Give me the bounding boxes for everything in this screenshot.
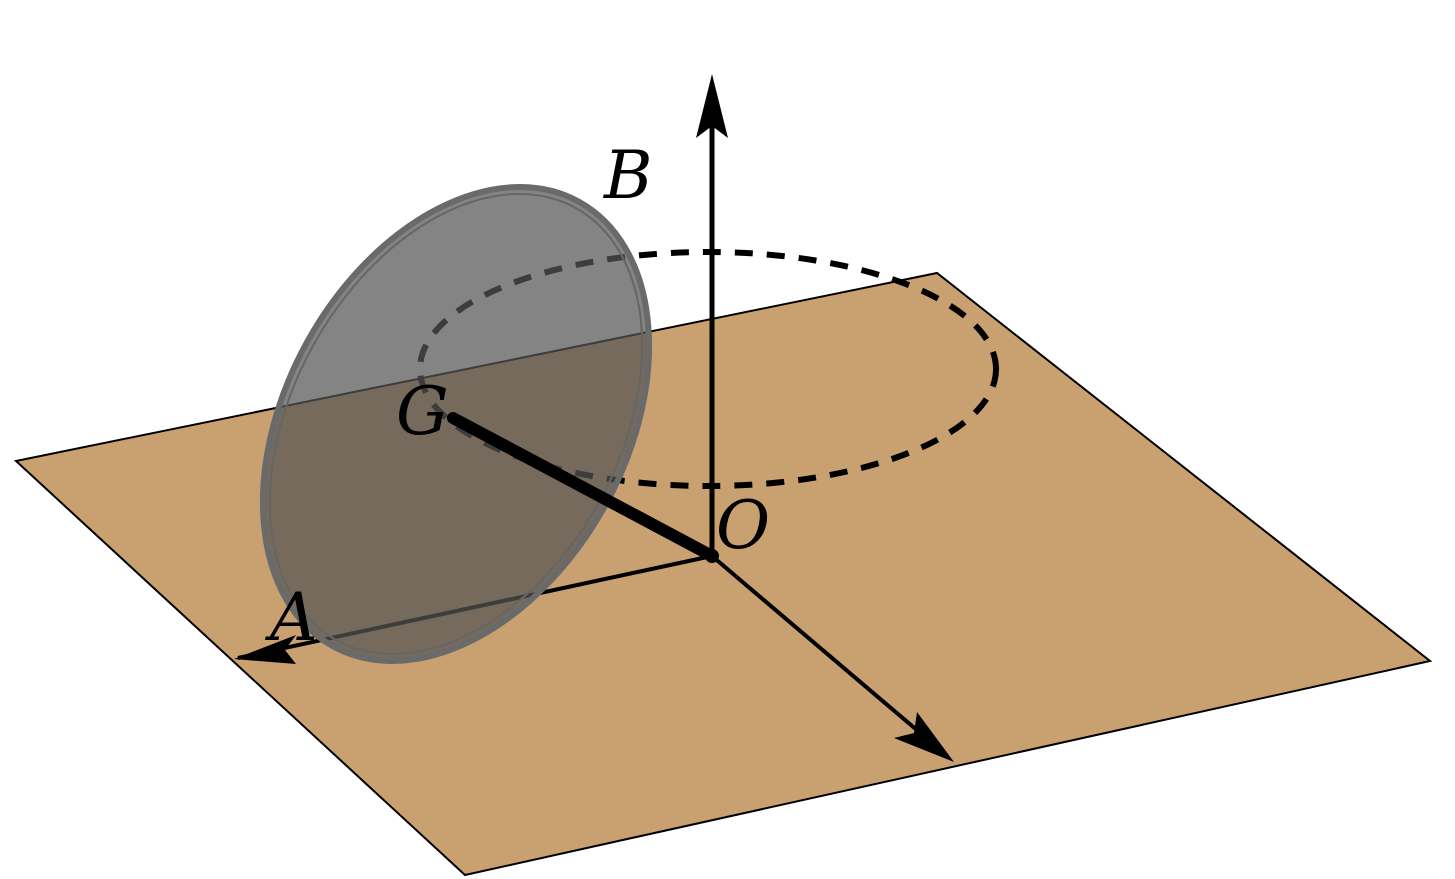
front-right-arrowhead <box>894 712 954 762</box>
label-g: G <box>396 373 449 450</box>
rolling-disk-rim <box>268 192 644 656</box>
vertical-axis-arrowhead <box>696 74 728 138</box>
rod-og <box>447 412 718 562</box>
orbit-path <box>417 249 999 489</box>
label-a: A <box>264 579 318 656</box>
axis-to-front-right <box>710 554 940 750</box>
axis-a-arrowhead <box>234 635 296 664</box>
label-o: O <box>716 487 770 564</box>
ground-plane <box>13 271 1433 877</box>
origin-point <box>705 549 719 563</box>
label-b: B <box>603 137 653 214</box>
